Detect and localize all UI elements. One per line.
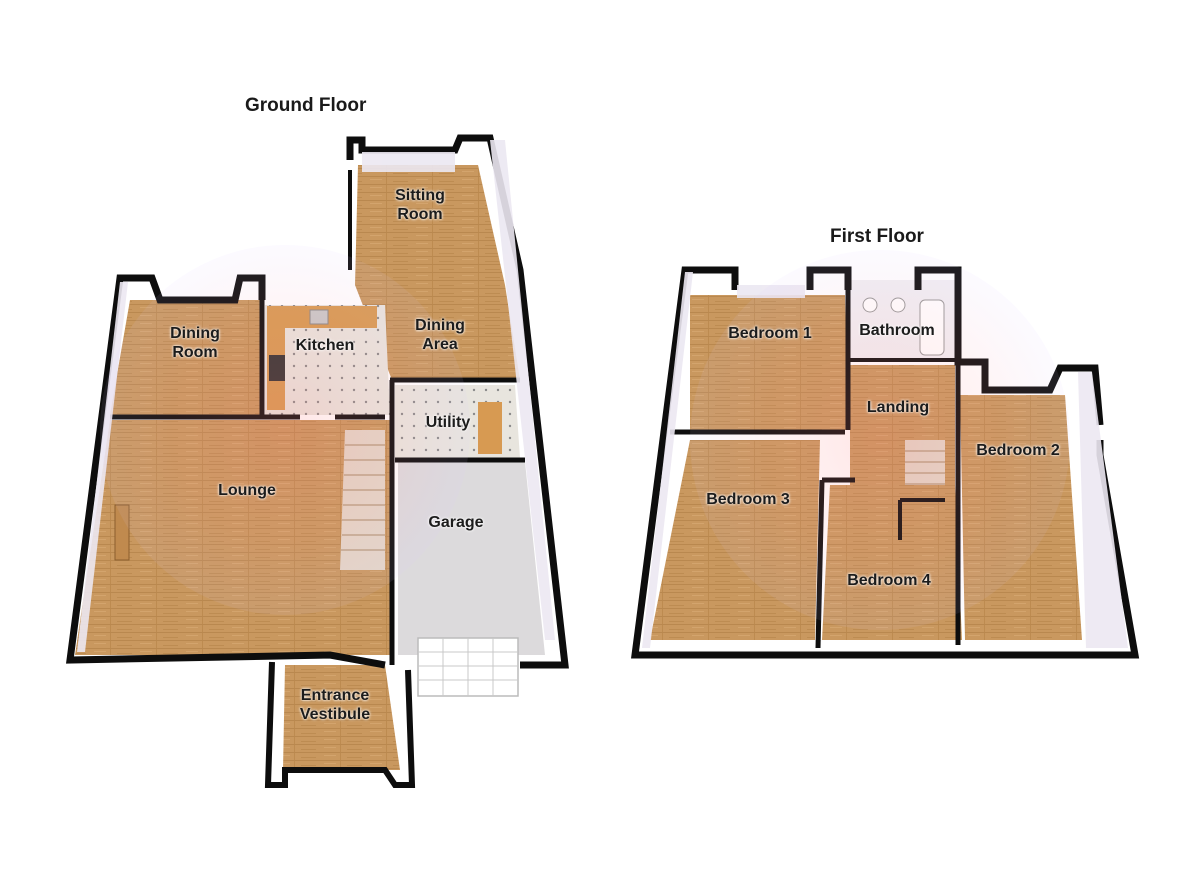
room-label-bathroom: Bathroom bbox=[859, 322, 935, 339]
room-label-bedroom-2: Bedroom 2 bbox=[976, 442, 1060, 459]
room-label-garage: Garage bbox=[428, 514, 484, 531]
room-label-utility: Utility bbox=[425, 414, 471, 431]
room-label-lounge: Lounge bbox=[218, 482, 276, 499]
room-label-kitchen: Kitchen bbox=[295, 337, 355, 354]
entrance-vestibule-floor bbox=[283, 665, 400, 770]
room-label-bedroom-1: Bedroom 1 bbox=[728, 325, 812, 342]
room-label-bedroom-3: Bedroom 3 bbox=[706, 491, 790, 508]
room-label-sitting-room: Sitting Room bbox=[395, 187, 445, 223]
room-label-dining-room: Dining Room bbox=[170, 325, 220, 361]
room-label-dining-area: Dining Area bbox=[415, 317, 465, 353]
watermark-logo bbox=[100, 245, 1070, 630]
room-label-entrance-vestibule: Entrance Vestibule bbox=[299, 687, 371, 723]
room-label-landing: Landing bbox=[866, 399, 930, 416]
room-label-bedroom-4: Bedroom 4 bbox=[847, 572, 931, 589]
utility-counter bbox=[478, 402, 502, 454]
first-floor-title: First Floor bbox=[830, 226, 924, 247]
garage-door bbox=[417, 637, 519, 697]
ground-floor-title: Ground Floor bbox=[245, 95, 367, 116]
